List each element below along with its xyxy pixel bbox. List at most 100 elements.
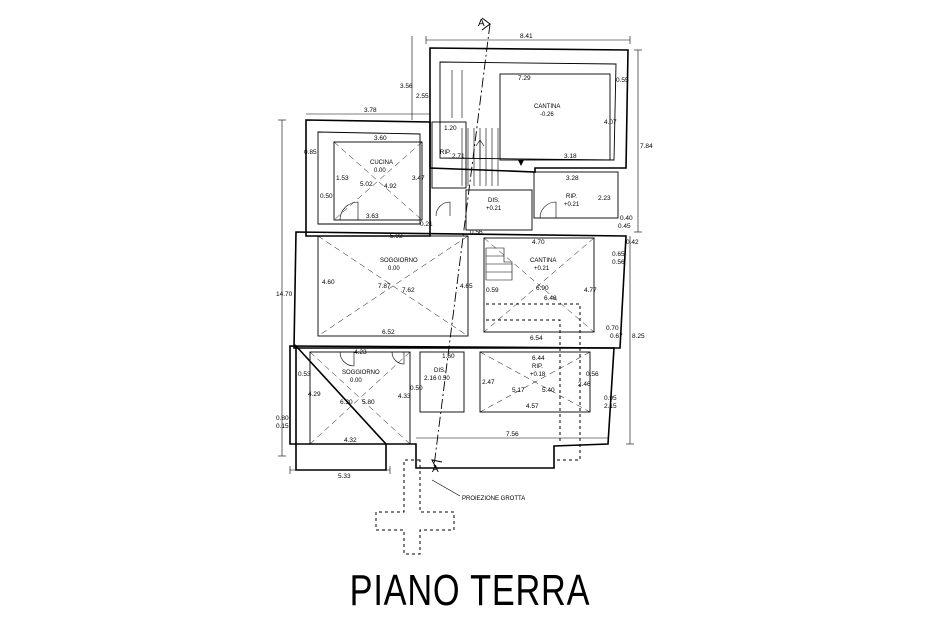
section-mark-top: A: [478, 18, 485, 29]
dim-misc-14: 0.53: [298, 371, 311, 378]
section-mark-bottom: A: [432, 464, 439, 475]
plan-title: PIANO TERRA: [349, 566, 591, 615]
dim-right-bottom: 8.25: [632, 333, 645, 340]
label-cucina: CUCINA: [370, 160, 393, 166]
level-rip-right: +0.21: [564, 202, 580, 208]
dim-soggiorno-b-bottom: 4.32: [344, 437, 357, 444]
dim-cucina-side: 1.53: [336, 175, 349, 182]
dim-soggiorno-b-right: 4.33: [398, 393, 411, 400]
dim-rip-b-side-r: 2.46: [578, 381, 591, 388]
section-line-a: [431, 17, 524, 469]
dim-rip-b-diag-b: 5.40: [542, 387, 555, 394]
dim-soggiorno-c-bottom: 6.52: [382, 329, 395, 336]
room-cantina-mid: [483, 237, 595, 333]
level-dis-bottom: 0.50: [438, 376, 450, 382]
outer-walls: [289, 47, 629, 471]
dim-misc-9: 0.95: [604, 395, 617, 402]
dim-misc-1: 2.55: [416, 93, 429, 100]
dim-misc-6: 0.42: [626, 239, 639, 246]
level-rip-bottom: +0.18: [530, 372, 546, 378]
dim-soggiorno-b-diag-a: 6.30: [340, 399, 353, 406]
room-soggiorno-bottom: [309, 351, 411, 445]
dim-rip-right-height: 2.23: [598, 195, 611, 202]
level-cantina-mid: +0.21: [534, 266, 550, 272]
dim-misc-16: 0.55: [616, 77, 629, 84]
dim-soggiorno-c-diag-b: 7.62: [402, 287, 415, 294]
dim-bottom-left: 5.33: [338, 473, 351, 480]
level-soggiorno-bottom: 0.00: [350, 378, 362, 384]
label-rip-stair: RIP.: [440, 150, 451, 156]
dim-misc-11: 0.15: [276, 423, 289, 430]
dim-soggiorno-c-diag-a: 7.87: [378, 283, 391, 290]
dim-dis-b-width: 1.60: [442, 353, 455, 360]
dim-rip-b-diag-a: 5.17: [512, 387, 525, 394]
room-soggiorno-center: [317, 235, 469, 337]
dim-cucina-bottom: 3.63: [366, 213, 379, 220]
dim-soggiorno-b-diag-b: 5.80: [362, 399, 375, 406]
dim-misc-4: 0.40: [620, 215, 633, 222]
level-dis-top: +0.21: [486, 206, 502, 212]
dim-misc-8: 0.70: [606, 325, 619, 332]
level-cantina-top: -0.26: [540, 112, 554, 118]
level-cucina: 0.00: [374, 168, 386, 174]
dim-rip-stair-width: 1.20: [444, 125, 457, 132]
dim-soggiorno-c-top: 5.92: [390, 233, 403, 240]
dim-misc-5: 0.45: [618, 223, 631, 230]
label-rip-bottom: RIP.: [532, 364, 543, 370]
dim-right-top: 7.84: [640, 143, 653, 150]
dim-bottom-total: 7.56: [506, 431, 519, 438]
label-dis-bottom: DIS.: [434, 368, 446, 374]
dim-misc-7: 0.65: [612, 251, 625, 258]
dim-misc-15: 2.15: [604, 403, 617, 410]
dim-misc-13: 0.50: [410, 385, 423, 392]
dim-cucina-height: 3.47: [412, 175, 425, 182]
cave-projection: [375, 303, 581, 555]
dim-misc-19: 0.59: [486, 287, 499, 294]
dim-cantina-top-height: 4.07: [604, 119, 617, 126]
dim-rip-stair-height: 2.71: [452, 153, 465, 160]
dim-misc-0: 3.56: [400, 83, 413, 90]
dim-misc-18: 0.56: [612, 259, 625, 266]
label-cantina-mid: CANTINA: [530, 258, 556, 264]
dim-soggiorno-c-left: 4.60: [322, 279, 335, 286]
dim-misc-12: 0.56: [586, 371, 599, 378]
dim-cantina-mid-step: 0.56: [470, 229, 483, 236]
dim-misc-3: 0.50: [320, 193, 333, 200]
dim-misc-20: 0.67: [610, 333, 623, 340]
dimension-texts: 8.41 7.29 4.07 3.18 3.78 3.60 3.63 3.47 …: [276, 33, 653, 480]
label-soggiorno-center: SOGGIORNO: [380, 258, 418, 264]
dim-cantina-top-lower: 3.18: [564, 153, 577, 160]
dim-misc-17: 0.21: [420, 221, 433, 228]
label-rip-right: RIP.: [566, 194, 577, 200]
dim-cantina-top-width: 7.29: [518, 75, 531, 82]
dimension-lines: [278, 36, 642, 474]
dim-cucina-diag-a: 5.02: [360, 181, 373, 188]
dim-misc-2: 0.85: [304, 149, 317, 156]
dim-soggiorno-c-right: 4.65: [460, 283, 473, 290]
dim-cantina-mid-diag-b: 6.48: [544, 295, 557, 302]
room-cantina-top: [451, 70, 611, 161]
dim-rip-b-side: 2.47: [482, 379, 495, 386]
room-rip-bottom: [479, 351, 591, 413]
dim-cucina-width: 3.60: [374, 135, 387, 142]
dim-cantina-mid-diag-a: 6.90: [536, 285, 549, 292]
dim-overall-top: 8.41: [520, 33, 533, 40]
label-dis-top: DIS.: [488, 198, 500, 204]
room-rip-right: [533, 171, 619, 219]
dim-rip-right-width: 3.28: [566, 175, 579, 182]
room-labels: CANTINA -0.26 CUCINA 0.00 RIP. RIP. +0.2…: [342, 104, 580, 384]
dim-left-total: 14.70: [276, 291, 293, 298]
dim-left-wing-width: 3.78: [364, 107, 377, 114]
room-rip-stair: [431, 121, 499, 189]
dim-cantina-mid-top: 4.70: [532, 239, 545, 246]
dim-soggiorno-b-left: 4.29: [308, 391, 321, 398]
room-dis-bottom: [419, 351, 465, 413]
dim-cantina-mid-bottom: 6.54: [530, 335, 543, 342]
dim-cantina-mid-side: 4.77: [584, 287, 597, 294]
dim-rip-b-top: 6.44: [532, 355, 545, 362]
dim-misc-10: 0.80: [276, 415, 289, 422]
dim-dis-b-height: 2.16: [424, 375, 437, 382]
level-soggiorno-center: 0.00: [388, 266, 400, 272]
room-dis-top: [435, 189, 533, 231]
